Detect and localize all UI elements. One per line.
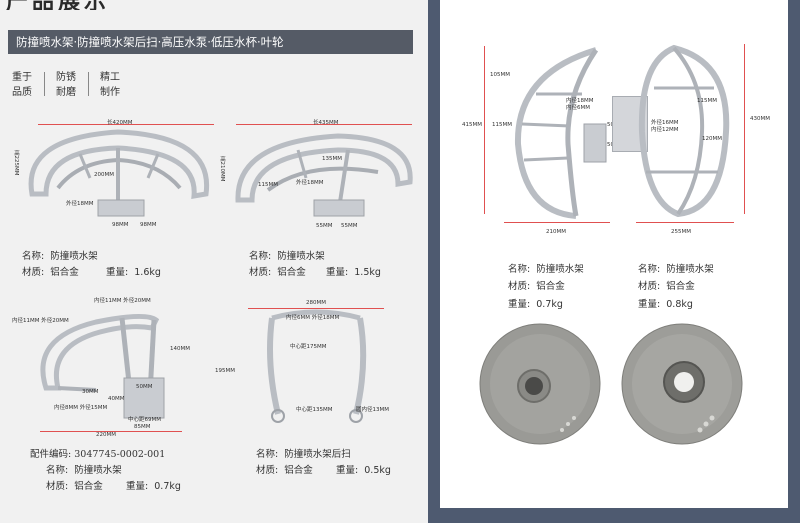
dimension-line	[248, 308, 384, 309]
product-6-photo	[634, 42, 734, 218]
dimension-line	[504, 222, 610, 223]
product-5-material: 材质: 铝合金	[508, 281, 565, 292]
dim-85: 85MM	[134, 424, 151, 430]
impeller-photo-left	[478, 322, 602, 446]
dim-left: 内径11MM 外径20MM	[12, 318, 69, 324]
dim-outer: 外径18MM	[296, 180, 324, 186]
title-bar: 防撞喷水架·防撞喷水架后扫·高压水泵·低压水杯·叶轮	[8, 30, 413, 54]
product-2-weight: 重量: 1.5kg	[326, 267, 381, 278]
feature-craft: 精工 制作	[100, 72, 120, 98]
dim-115: 115MM	[492, 122, 512, 128]
feature-divider	[44, 72, 45, 96]
product-3-name: 名称: 防撞喷水架	[46, 465, 122, 476]
dim-center: 中心距69MM	[128, 417, 161, 423]
top-heading-strip: 产品展示	[0, 0, 420, 10]
product-4-material: 材质: 铝合金	[256, 465, 313, 476]
dim-inner12: 内径12MM	[651, 127, 679, 133]
dim-b: 55MM	[341, 223, 358, 229]
product-3-photo	[26, 298, 196, 428]
feature-divider	[88, 72, 89, 96]
dim-inner6: 内径6MM	[566, 105, 590, 111]
dim-115: 115MM	[697, 98, 717, 104]
dimension-line	[236, 124, 412, 125]
dim-inner18: 内径18MM	[566, 98, 594, 104]
product-1-material: 材质: 铝合金	[22, 267, 79, 278]
dim-center175: 中心距175MM	[290, 344, 327, 350]
dim-top: 内径11MM 外径20MM	[94, 298, 151, 304]
dim-120: 120MM	[702, 136, 722, 142]
dimension-line	[38, 124, 214, 125]
dim-40: 40MM	[108, 396, 125, 402]
dim-140: 140MM	[170, 346, 190, 352]
dim-255: 255MM	[671, 229, 691, 235]
dim-210: 210MM	[546, 229, 566, 235]
dim-105: 105MM	[490, 72, 510, 78]
dim-135: 135MM	[322, 156, 342, 162]
dim-outer: 外径18MM	[66, 201, 94, 207]
product-2-photo	[228, 120, 418, 230]
product-6-material: 材质: 铝合金	[638, 281, 695, 292]
dim-length: 长435MM	[313, 120, 339, 126]
product-1-photo	[18, 118, 218, 230]
product-6-weight: 重量: 0.8kg	[638, 299, 693, 310]
product-5-weight: 重量: 0.7kg	[508, 299, 563, 310]
dim-280: 280MM	[306, 300, 326, 306]
dim-50: 50MM	[136, 384, 153, 390]
feature-quality: 重于 品质	[12, 72, 32, 98]
product-1-weight: 重量: 1.6kg	[106, 267, 161, 278]
dim-ring13: 圆内径13MM	[356, 407, 389, 413]
dim-length: 长420MM	[107, 120, 133, 126]
dimension-line	[484, 46, 485, 214]
dim-a: 98MM	[112, 222, 129, 228]
dim-50b: 50	[607, 142, 614, 148]
product-5-name: 名称: 防撞喷水架	[508, 264, 584, 275]
dim-220: 220MM	[96, 432, 116, 438]
dim-415: 415MM	[462, 122, 482, 128]
dim-115: 115MM	[258, 182, 278, 188]
product-6-name: 名称: 防撞喷水架	[638, 264, 714, 275]
cut-heading: 产品展示	[6, 0, 110, 10]
dim-30: 30MM	[82, 389, 99, 395]
product-4-name: 名称: 防撞喷水架后扫	[256, 449, 351, 460]
product-4-photo	[236, 304, 396, 424]
product-1-name: 名称: 防撞喷水架	[22, 251, 98, 262]
product-3-weight: 重量: 0.7kg	[126, 481, 181, 492]
dim-b: 98MM	[140, 222, 157, 228]
product-2-name: 名称: 防撞喷水架	[249, 251, 325, 262]
dim-195: 195MM	[215, 368, 235, 374]
product-4-weight: 重量: 0.5kg	[336, 465, 391, 476]
dim-inner8: 内径8MM 外径15MM	[54, 405, 108, 411]
product-2-material: 材质: 铝合金	[249, 267, 306, 278]
dimension-line	[744, 44, 745, 214]
dimension-line	[40, 431, 182, 432]
dim-height: 高210MM	[219, 156, 225, 182]
dim-inner-outer: 内径6MM 外径18MM	[286, 315, 340, 321]
dim-430: 430MM	[750, 116, 770, 122]
dim-a: 55MM	[316, 223, 333, 229]
product-5-photo	[506, 44, 626, 220]
dim-50a: 50	[607, 122, 614, 128]
dim-outer16: 外径16MM	[651, 120, 679, 126]
dim-200: 200MM	[94, 172, 114, 178]
dim-height: 高225MM	[13, 150, 19, 176]
dim-center135: 中心距135MM	[296, 407, 333, 413]
impeller-photo-right	[620, 322, 744, 446]
product-3-material: 材质: 铝合金	[46, 481, 103, 492]
product-3-part-no: 配件编码: 3047745-0002-001	[30, 449, 166, 460]
feature-rustproof: 防锈 耐磨	[56, 72, 76, 98]
dimension-line	[636, 222, 734, 223]
